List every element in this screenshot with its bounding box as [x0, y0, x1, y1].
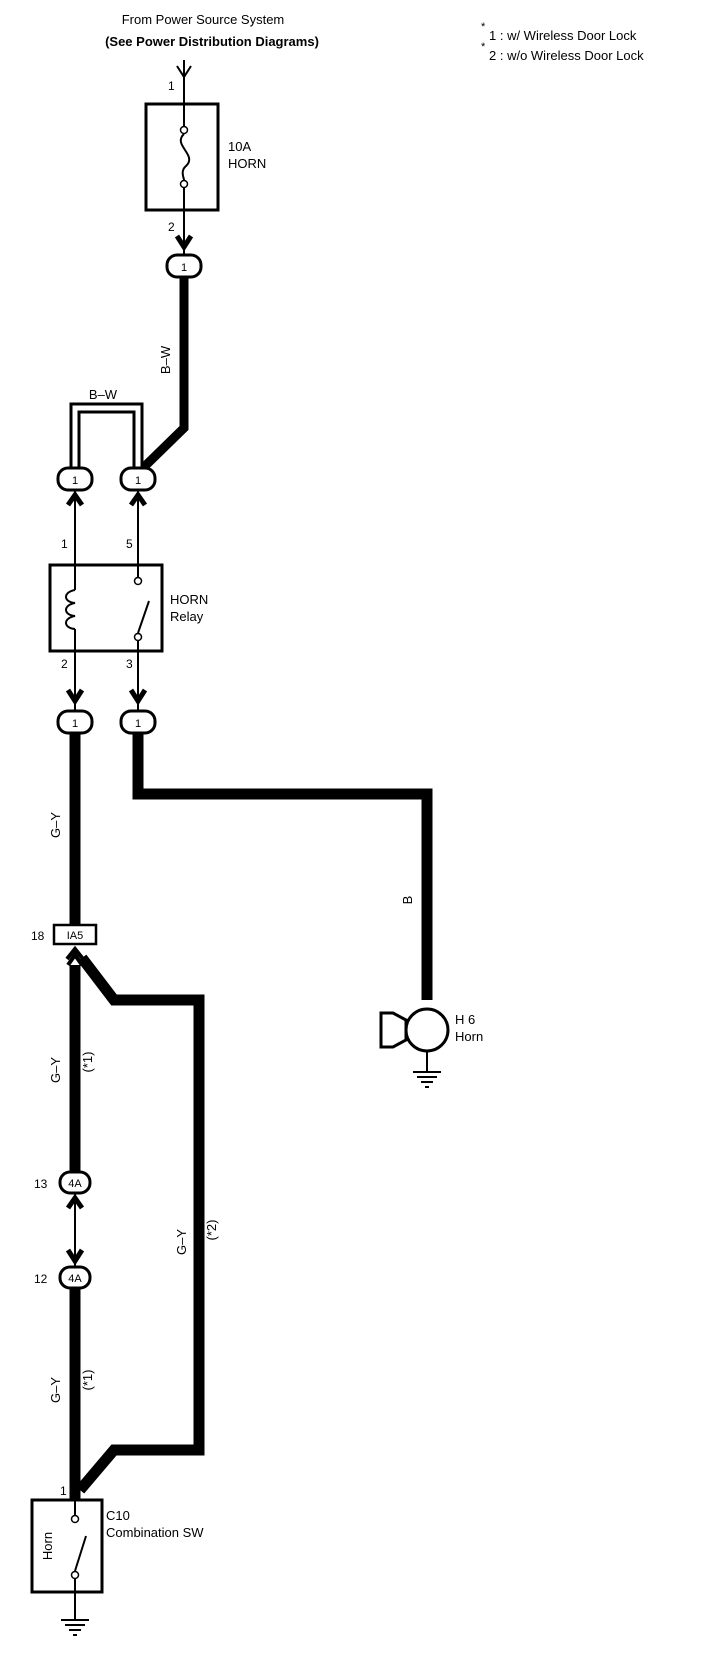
wire-b — [132, 733, 433, 1000]
relay-connector-left-bottom: 1 — [56, 709, 94, 735]
svg-text:1: 1 — [135, 475, 141, 487]
svg-text:1: 1 — [135, 718, 141, 730]
horn-name: Horn — [455, 1029, 483, 1044]
connector-4a-pin-top: 13 — [34, 1177, 48, 1191]
switch-pin: 1 — [60, 1484, 67, 1498]
note-1: 1 : w/ Wireless Door Lock — [489, 28, 637, 43]
connector-4a-pin-bottom: 12 — [34, 1272, 48, 1286]
svg-text:1: 1 — [72, 718, 78, 730]
wire-bw-main — [139, 277, 189, 472]
footnotes: * 1 : w/ Wireless Door Lock * 2 : w/o Wi… — [481, 21, 644, 63]
wire-label-gy-2-note: (*1) — [80, 1052, 95, 1073]
source-title: From Power Source System — [122, 12, 285, 27]
wire-label-gy-4-note: (*1) — [80, 1370, 95, 1391]
fuse — [144, 102, 220, 212]
switch-internal-label: Horn — [40, 1532, 55, 1560]
horn-relay — [48, 563, 164, 653]
wire-label-gy-3: G–Y — [174, 1229, 189, 1255]
relay-pin-2: 2 — [61, 657, 68, 671]
relay-connector-left-top: 1 — [56, 466, 94, 492]
relay-name: HORN — [170, 592, 208, 607]
wire-label-bw: B–W — [158, 345, 173, 374]
note-2: 2 : w/o Wireless Door Lock — [489, 48, 644, 63]
connector-4a-top: 4A — [58, 1170, 92, 1195]
source-subtitle: (See Power Distribution Diagrams) — [105, 34, 319, 49]
wire-label-gy-2: G–Y — [48, 1057, 63, 1083]
junction-pin: 18 — [31, 929, 45, 943]
relay-connector-right-top: 1 — [119, 466, 157, 492]
junction-id: IA5 — [67, 930, 84, 942]
relay-name-2: Relay — [170, 609, 204, 624]
power-input-arrow — [176, 60, 192, 104]
wire-gy-2-path — [75, 954, 205, 1494]
relay-pin-3: 3 — [126, 657, 133, 671]
connector-top: 1 — [165, 253, 203, 279]
svg-text:1: 1 — [72, 475, 78, 487]
switch-name: Combination SW — [106, 1525, 204, 1540]
relay-pin-1: 1 — [61, 537, 68, 551]
horn — [379, 1007, 450, 1088]
note-mark: * — [481, 21, 486, 33]
wire-bw-bridge — [69, 402, 144, 468]
fuse-rating: 10A — [228, 139, 251, 154]
fuse-name: HORN — [228, 156, 266, 171]
fuse-pin-out: 2 — [168, 220, 175, 234]
svg-text:4A: 4A — [68, 1178, 82, 1190]
note-mark: * — [481, 41, 486, 53]
connector-label: 1 — [181, 262, 187, 274]
wire-label-gy-1: G–Y — [48, 812, 63, 838]
switch-id: C10 — [106, 1508, 130, 1523]
connector-4a-arrows — [65, 1193, 85, 1267]
combination-switch — [30, 1498, 104, 1636]
wire-label-gy-3-note: (*2) — [204, 1220, 219, 1241]
relay-connector-right-bottom: 1 — [119, 709, 157, 735]
wire-label-b: B — [400, 896, 415, 905]
fuse-pin-in: 1 — [168, 79, 175, 93]
relay-pin-5: 5 — [126, 537, 133, 551]
fuse-output-wire — [174, 210, 194, 256]
wire-label-gy-4: G–Y — [48, 1377, 63, 1403]
junction-ia5: IA5 — [52, 923, 98, 946]
horn-id: H 6 — [455, 1012, 475, 1027]
connector-4a-bottom: 4A — [58, 1265, 92, 1290]
relay-output-arrows — [65, 651, 148, 712]
wire-label-bw-top: B–W — [89, 387, 118, 402]
relay-input-arrows — [65, 490, 148, 575]
svg-text:4A: 4A — [68, 1273, 82, 1285]
